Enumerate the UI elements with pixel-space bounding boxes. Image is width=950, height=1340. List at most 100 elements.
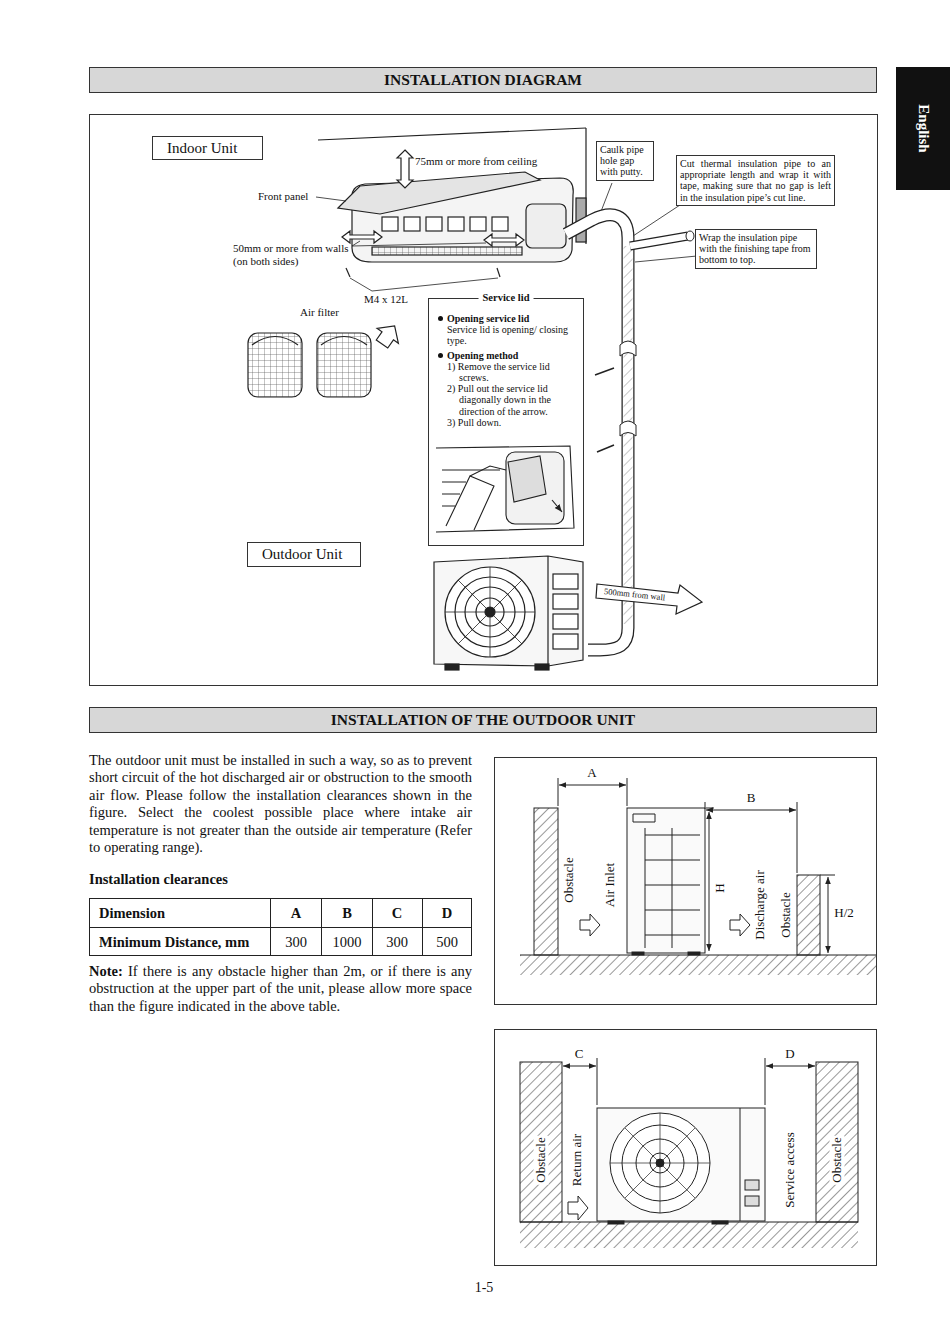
side-clearance-figure-part	[558, 778, 559, 806]
side-clearance-figure-part	[534, 808, 558, 955]
indoor-unit-drawing-part	[338, 172, 540, 214]
outdoor-unit-drawing-part	[547, 556, 548, 666]
clearance-table-grid-part	[372, 899, 373, 956]
table-cell: Minimum Distance, mm	[99, 934, 249, 951]
callout-box: Caulk pipe hole gap with putty.	[596, 141, 654, 181]
leader-lines-part	[352, 241, 360, 246]
figure-label: Obstacle	[562, 857, 577, 902]
leader-lines	[316, 183, 697, 291]
dimension-letter: H	[713, 883, 728, 892]
piping-drawing-part	[630, 236, 688, 246]
outdoor-unit-drawing-part	[434, 556, 583, 666]
piping-drawing-part	[686, 231, 694, 241]
outdoor-unit-drawing	[434, 556, 702, 670]
box-text: English	[915, 104, 932, 152]
unit-title-box: Outdoor Unit	[247, 542, 361, 567]
piping-drawing-part	[624, 246, 633, 624]
piping-drawing-part	[630, 236, 688, 246]
air-filter-drawing-part	[248, 333, 302, 397]
side-clearance-figure-part	[520, 955, 876, 975]
dimension-letter: A	[587, 766, 596, 781]
body-paragraph: The outdoor unit must be installed in su…	[89, 752, 472, 856]
front-clearance-figure-part	[608, 1221, 624, 1224]
front-clearance-figure-part	[520, 1222, 858, 1248]
side-clearance-figure-part	[633, 814, 700, 948]
indoor-unit-drawing-part	[426, 217, 442, 231]
leader-lines-part	[372, 278, 498, 291]
page-number: 1-5	[475, 1280, 494, 1296]
box-text: Outdoor Unit	[262, 545, 346, 563]
air-filter-drawing	[248, 319, 405, 397]
section-header: INSTALLATION OF THE OUTDOOR UNIT	[89, 707, 877, 733]
side-clearance-figure-part	[627, 808, 705, 953]
indoor-unit-drawing-part	[492, 217, 508, 231]
front-clearance-figure-part	[766, 1066, 815, 1067]
front-clearance-figure-part	[745, 1196, 759, 1206]
front-clearance-figure-part	[610, 1113, 710, 1213]
side-clearance-figure-part	[688, 952, 700, 955]
clearance-table-grid	[90, 899, 472, 956]
service-lid-sketch-part	[552, 500, 562, 512]
front-clearance-figure	[495, 1030, 877, 1266]
side-clearance-figure-part	[705, 802, 706, 807]
piping-drawing	[566, 215, 694, 650]
outdoor-unit-drawing-part	[596, 584, 702, 614]
diagram-frame	[90, 115, 878, 686]
box-text: 2) Pull out the service lid diagonally d…	[437, 383, 577, 417]
box-text: INSTALLATION OF THE OUTDOOR UNIT	[331, 711, 635, 729]
box-text: 3) Pull down.	[437, 417, 577, 428]
section-header: INSTALLATION DIAGRAM	[89, 67, 877, 93]
service-lid-sketch-part	[446, 476, 494, 530]
language-tab: English	[896, 67, 950, 190]
indoor-unit-drawing-part	[526, 204, 566, 248]
outdoor-unit-drawing-part	[445, 567, 535, 657]
figure-label: Service access	[783, 1132, 798, 1207]
figure-label: Obstacle	[830, 1135, 845, 1184]
box-text: Opening method	[437, 350, 577, 361]
clearance-table-grid-part	[90, 899, 472, 956]
outdoor-unit-drawing-part	[553, 574, 578, 589]
indoor-unit-drawing-part	[318, 128, 586, 140]
figure-label: Return air	[570, 1134, 585, 1186]
service-lid-sketch-part	[508, 456, 546, 502]
service-lid-sketch-part	[442, 470, 500, 506]
piping-drawing-part	[597, 445, 614, 452]
service-lid-sketch-part	[506, 452, 564, 524]
indoor-unit-drawing-part	[497, 268, 500, 277]
side-clearance-figure-part	[797, 802, 798, 873]
dimension-letter: B	[747, 791, 756, 806]
clearance-table-grid-part	[321, 899, 322, 956]
side-clearance-figure-part	[706, 810, 796, 811]
side-clearance-figure-part	[704, 808, 714, 809]
piping-drawing-part	[620, 341, 636, 356]
outdoor-unit-drawing-part	[553, 634, 578, 649]
side-clearance-figure-part	[580, 914, 600, 936]
table-cell: Dimension	[99, 905, 165, 922]
piping-drawing-part	[595, 368, 614, 375]
front-clearance-figure-part	[712, 1221, 728, 1224]
front-clearance-figure-part	[597, 1058, 598, 1105]
table-cell: 500	[436, 934, 458, 951]
diagram-frame-part	[90, 115, 878, 686]
note-text: If there is any obstacle higher than 2m,…	[89, 963, 472, 1015]
screw-spec: M4 x 12L	[364, 293, 408, 306]
figure-label: Discharge air	[753, 870, 768, 939]
service-lid-sketch	[436, 446, 574, 532]
clearance-table-grid-part	[422, 899, 423, 956]
indoor-unit-drawing-part	[448, 217, 464, 231]
part-name: Front panel	[258, 190, 308, 203]
part-name: Air filter	[300, 306, 339, 319]
figure-label: Obstacle	[779, 892, 794, 937]
front-clearance-figure-part	[495, 1030, 877, 1266]
table-cell: B	[342, 905, 352, 922]
front-clearance-figure-part	[563, 1066, 596, 1067]
dimension-note: 75mm or more from ceiling	[415, 155, 537, 168]
outdoor-unit-drawing-part	[553, 594, 578, 609]
air-filter-drawing-part	[252, 337, 298, 346]
front-clearance-figure-part	[520, 1062, 562, 1222]
leader-lines-part	[350, 278, 372, 291]
figure-label: Air Inlet	[603, 863, 618, 907]
table-cell: 300	[386, 934, 408, 951]
side-clearance-figure	[495, 758, 877, 1005]
